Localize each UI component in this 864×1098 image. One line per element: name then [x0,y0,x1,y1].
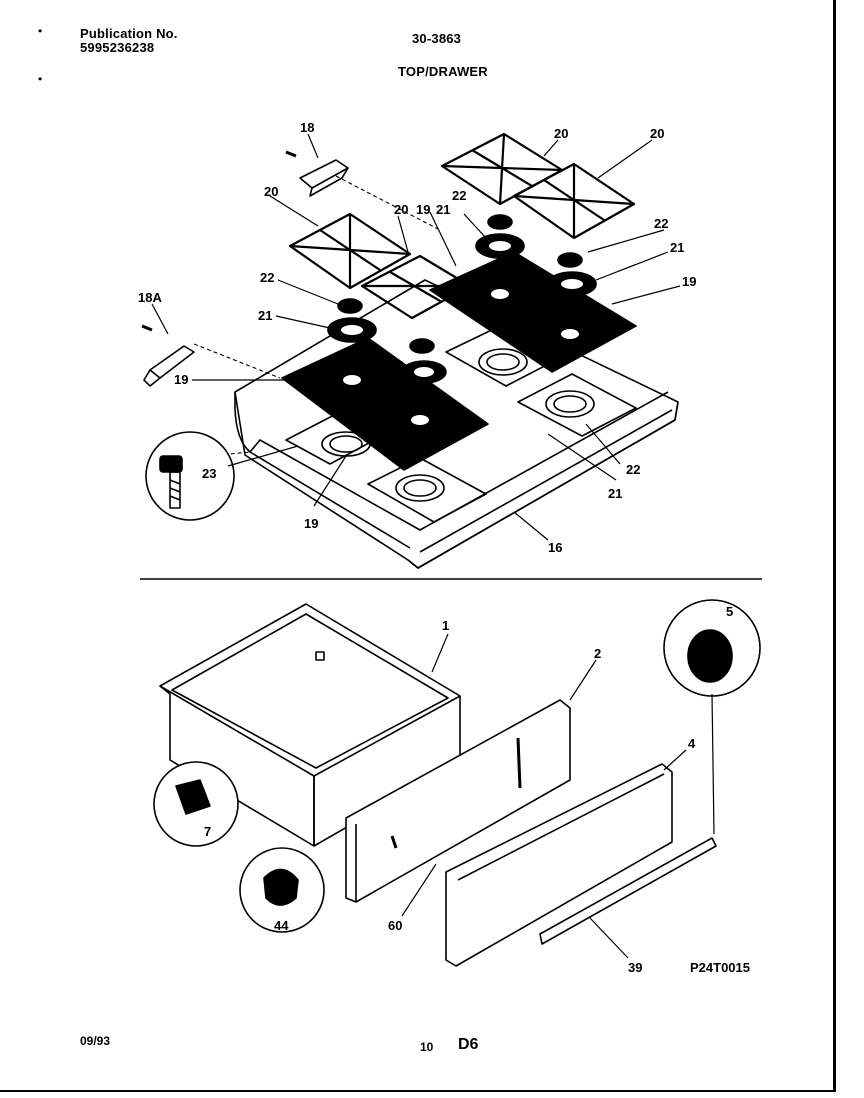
callout-7: 7 [204,824,211,839]
callout-19-left: 19 [174,372,188,387]
callout-18: 18 [300,120,314,135]
footer-date: 09/93 [80,1034,111,1048]
publication-number: 5995236238 [80,40,155,55]
callout-20-top: 20 [554,126,568,141]
callout-21-right: 21 [670,240,684,255]
callout-20-right: 20 [650,126,664,141]
callout-22-left: 22 [260,270,274,285]
margin-dot-bottom: • [38,72,43,86]
callout-18a: 18A [138,290,162,305]
callout-4: 4 [688,736,696,751]
page-border [0,0,836,1092]
detail-circles [153,599,761,933]
callout-22-bottom: 22 [626,462,640,477]
callout-19-bottom: 19 [304,516,318,531]
publication-label: Publication No. [80,26,178,41]
drawer-box [159,603,461,847]
model-number: 30-3863 [412,31,462,46]
callout-39: 39 [628,960,642,975]
callout-2: 2 [594,646,601,661]
assembly-lines [167,175,441,461]
callout-16: 16 [548,540,562,555]
side-brackets [141,150,349,387]
callout-20-center: 20 [394,202,408,217]
callout-60: 60 [388,918,402,933]
callout-22-right: 22 [654,216,668,231]
callout-5: 5 [726,604,733,619]
burner-grates [288,132,636,320]
section-title: TOP/DRAWER [398,64,488,79]
leader-lines [151,133,687,959]
callout-21-left: 21 [258,308,272,323]
callout-20-left: 20 [264,184,278,199]
callout-23: 23 [202,466,216,481]
callout-19-top: 19 [416,202,430,217]
callout-1: 1 [442,618,449,633]
callout-44: 44 [274,918,289,933]
margin-dot-top: • [38,24,43,38]
burner-caps-rings [327,214,597,384]
bolt-detail [145,431,235,521]
callout-19-right: 19 [682,274,696,289]
burner-top-sheets [281,251,637,471]
footer-page-code: D6 [458,1036,479,1053]
drawer-face [445,763,717,967]
figure-code: P24T0015 [690,960,750,975]
callout-21-bottom: 21 [608,486,622,501]
drawer-front-panel [345,699,571,903]
footer-page-number: 10 [420,1040,434,1054]
callout-22-top: 22 [452,188,466,203]
callout-21-top: 21 [436,202,450,217]
